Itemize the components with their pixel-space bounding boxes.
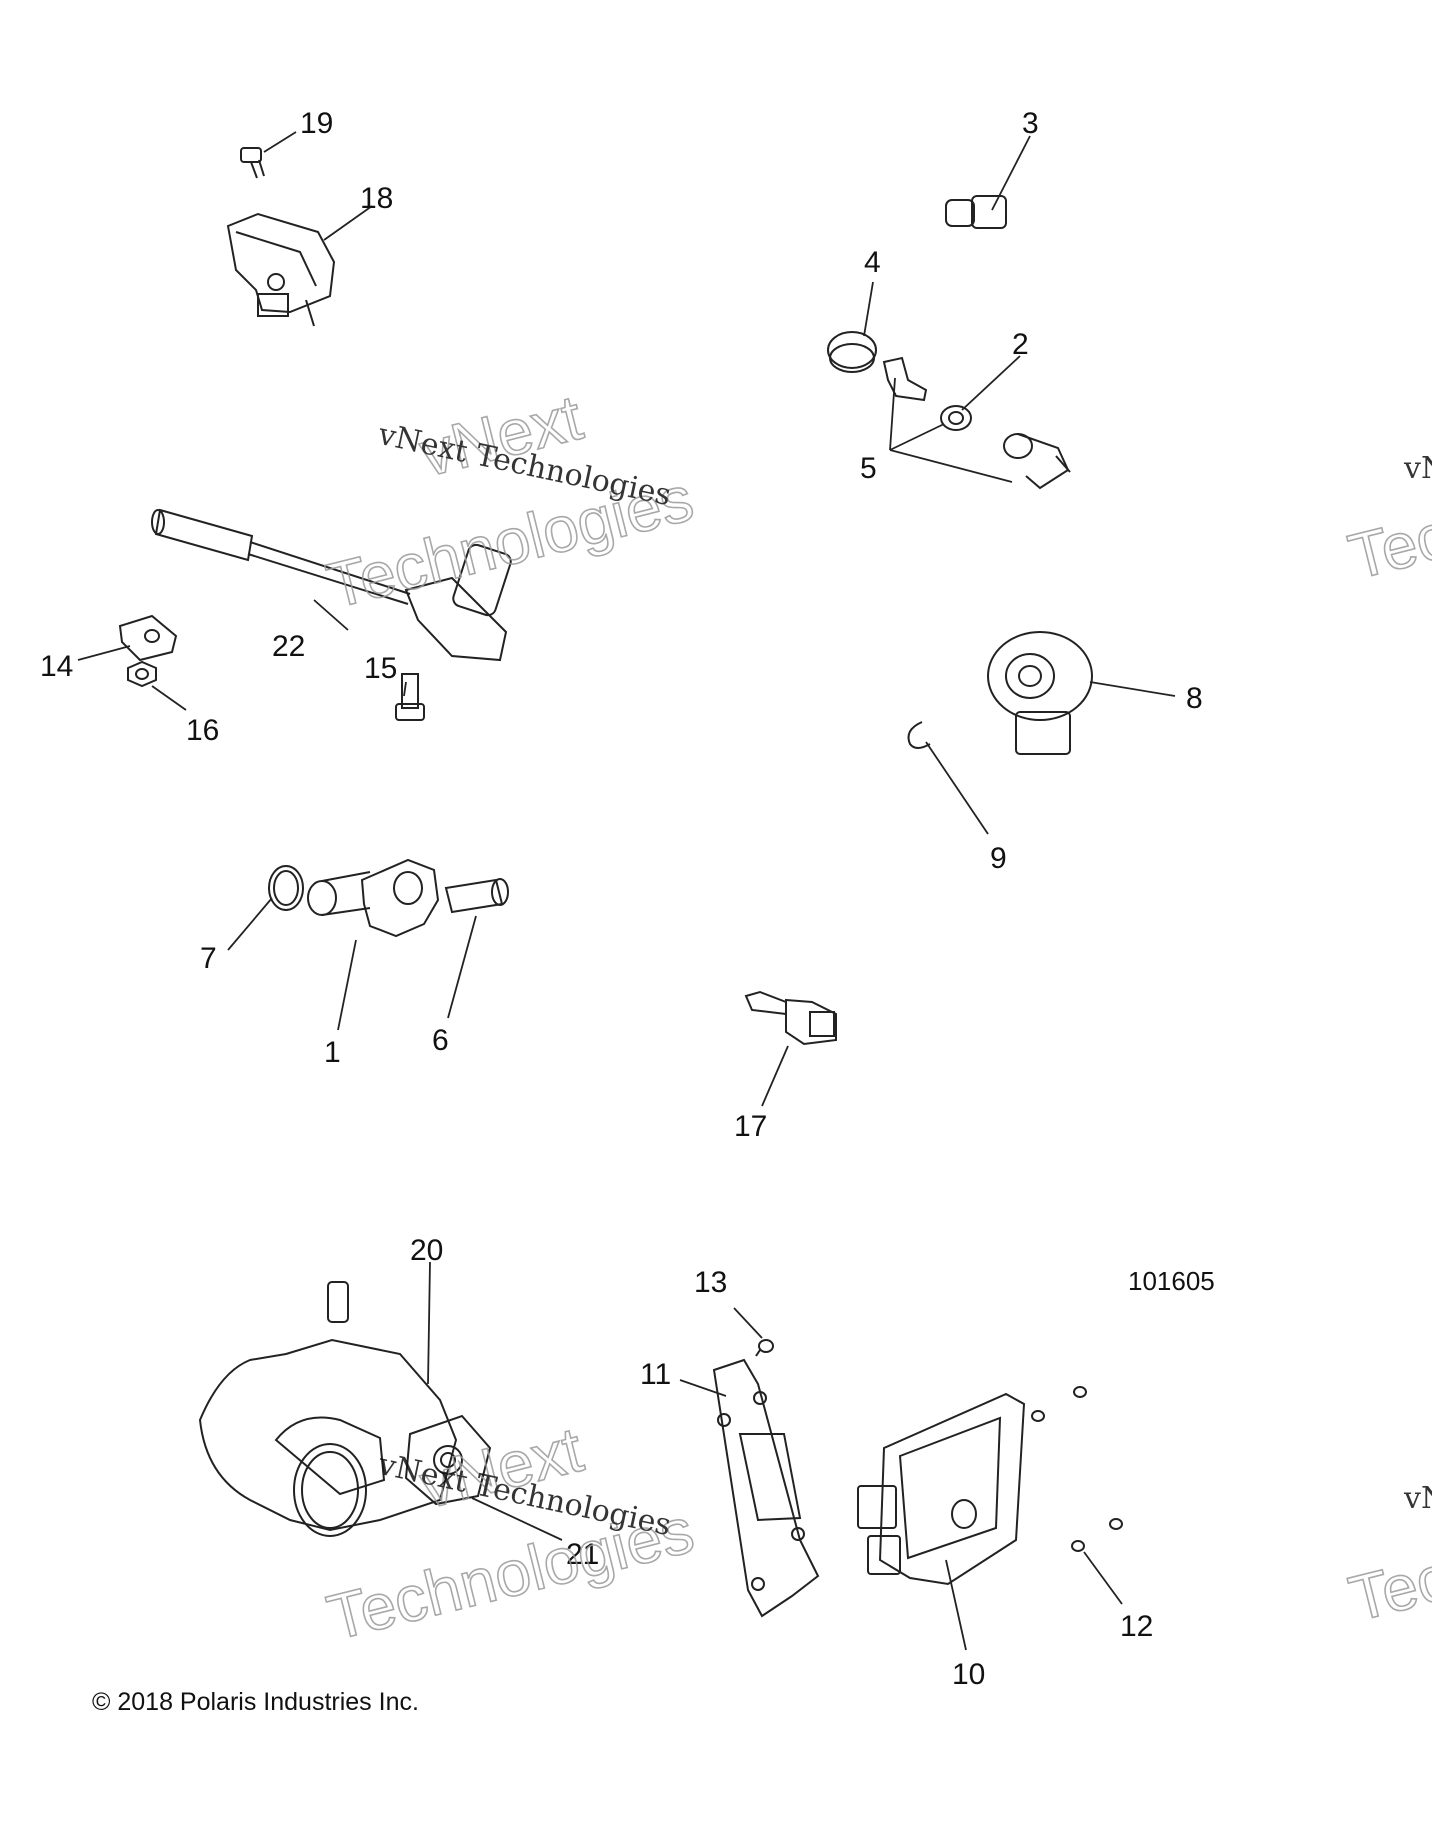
watermark-4: vNext Tec [1341, 1481, 1432, 1636]
part-cap-4 [827, 331, 877, 373]
callout-16: 16 [186, 714, 219, 747]
part-knock-sensor-8 [987, 631, 1093, 755]
part-bracket-5 [882, 356, 928, 402]
part-bolt-15 [395, 673, 425, 721]
callout-2: 2 [1012, 328, 1029, 361]
callout-13: 13 [694, 1266, 727, 1299]
callout-21: 21 [566, 1538, 599, 1571]
callout-5: 5 [860, 452, 877, 485]
callout-8: 8 [1186, 682, 1203, 715]
callout-7: 7 [200, 942, 217, 975]
watermark-small: vNext [1403, 1481, 1432, 1516]
watermark-1: vNext Technologies vNext Technologies [319, 380, 701, 623]
part-clip-9 [907, 721, 931, 749]
callout-19: 19 [300, 107, 333, 140]
part-screw-13 [755, 1339, 774, 1357]
copyright-notice: © 2018 Polaris Industries Inc. [92, 1688, 419, 1716]
part-ecu-10 [857, 1392, 1026, 1586]
part-pin-6 [444, 878, 509, 914]
callout-3: 3 [1022, 107, 1039, 140]
part-oring-7 [268, 865, 304, 911]
watermark-big-bottom: Tec [1342, 1541, 1432, 1635]
part-cam-sensor-1 [307, 858, 440, 938]
callout-18: 18 [360, 182, 393, 215]
part-nut-16 [127, 660, 157, 688]
leader-lines [77, 131, 1176, 1651]
callout-14: 14 [40, 650, 73, 683]
callout-20: 20 [410, 1234, 443, 1267]
part-plug-3 [945, 195, 1007, 229]
callout-6: 6 [432, 1024, 449, 1057]
part-sensor-18 [226, 212, 336, 327]
watermark-3: vNext Tec [1341, 451, 1432, 594]
watermark-2: vNext Technologies vNext Technologies [320, 1412, 702, 1655]
callout-11: 11 [640, 1358, 671, 1391]
part-sensor-5 [1003, 433, 1071, 490]
callout-22: 22 [272, 630, 305, 663]
part-clamp-14 [118, 614, 178, 662]
part-temp-sensor-17 [744, 990, 837, 1046]
callout-1: 1 [324, 1036, 341, 1069]
callout-12: 12 [1120, 1610, 1153, 1643]
part-bracket-11 [712, 1358, 820, 1618]
callouts: 19 18 3 4 2 5 22 14 15 16 8 9 7 1 6 17 2… [40, 107, 1203, 1691]
part-screws-12 [1031, 1386, 1123, 1552]
part-bolt-19 [240, 147, 265, 179]
part-throttle-body-20 [198, 1281, 492, 1537]
part-washer-2 [940, 405, 972, 431]
part-sensor-cable-22 [151, 508, 512, 662]
callout-15: 15 [364, 652, 397, 685]
figure-number: 101605 [1128, 1266, 1215, 1296]
watermark-big-bottom: Tec [1342, 499, 1432, 593]
callout-4: 4 [864, 246, 881, 279]
watermark-small: vNext [1403, 451, 1432, 486]
callout-10: 10 [952, 1658, 985, 1691]
callout-17: 17 [734, 1110, 767, 1143]
callout-9: 9 [990, 842, 1007, 875]
